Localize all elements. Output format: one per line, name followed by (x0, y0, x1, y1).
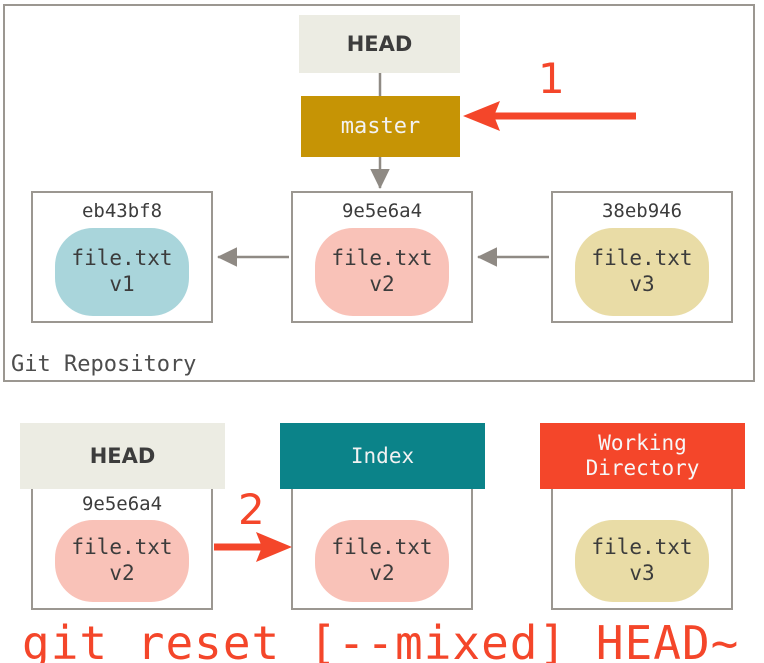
commit-box-eb43bf8: eb43bf8 file.txt v1 (31, 191, 213, 323)
stage-blob-filename-index: file.txt (331, 535, 433, 560)
command-caption: git reset [--mixed] HEAD~ (22, 616, 740, 663)
head-pointer-label: HEAD (346, 31, 413, 56)
blob-version-v3: v3 (629, 272, 655, 296)
stage-blob-version-working-directory: v3 (629, 561, 655, 585)
stage-header-head: HEAD (20, 423, 225, 489)
commit-box-9e5e6a4: 9e5e6a4 file.txt v2 (291, 191, 473, 323)
commit-blob-v2: file.txt v2 (315, 228, 449, 316)
stage-label-working-directory-line1: Working (598, 431, 687, 456)
stage-blob-filename-head: file.txt (71, 535, 173, 560)
stage-label-working-directory-line2: Directory (585, 456, 700, 480)
blob-filename-v1: file.txt (71, 246, 173, 271)
stage-body-index: file.txt v2 (291, 489, 473, 610)
stage-blob-index: file.txt v2 (315, 520, 449, 602)
annotation-arrow-2 (214, 532, 292, 562)
stage-blob-head: file.txt v2 (55, 520, 189, 602)
commit-hash-38eb946: 38eb946 (601, 200, 683, 222)
annotation-number-2: 2 (238, 485, 265, 534)
stage-body-working-directory: file.txt v3 (551, 489, 733, 610)
stage-label-head: HEAD (89, 443, 156, 468)
stage-blob-version-index: v2 (369, 561, 395, 585)
stage-blob-working-directory: file.txt v3 (575, 520, 709, 602)
blob-filename-v3: file.txt (591, 246, 693, 271)
stage-blob-filename-working-directory: file.txt (591, 535, 693, 560)
stage-hash-head: 9e5e6a4 (81, 493, 163, 515)
stage-body-head: 9e5e6a4 file.txt v2 (31, 489, 213, 610)
commit-box-38eb946: 38eb946 file.txt v3 (551, 191, 733, 323)
commit-hash-9e5e6a4: 9e5e6a4 (341, 200, 423, 222)
master-pointer-label: master (340, 113, 421, 139)
stage-header-working-directory: Working Directory (540, 423, 745, 489)
blob-filename-v2: file.txt (331, 246, 433, 271)
master-pointer-box: master (301, 96, 460, 157)
stage-label-index: Index (350, 443, 415, 468)
commit-hash-eb43bf8: eb43bf8 (81, 200, 163, 222)
blob-version-v2: v2 (369, 272, 395, 296)
head-pointer-box: HEAD (299, 15, 460, 73)
commit-blob-v1: file.txt v1 (55, 228, 189, 316)
git-repository-label: Git Repository (11, 352, 197, 377)
blob-version-v1: v1 (109, 272, 135, 296)
annotation-number-1: 1 (538, 54, 565, 103)
stage-blob-version-head: v2 (109, 561, 135, 585)
stage-header-index: Index (280, 423, 485, 489)
commit-blob-v3: file.txt v3 (575, 228, 709, 316)
